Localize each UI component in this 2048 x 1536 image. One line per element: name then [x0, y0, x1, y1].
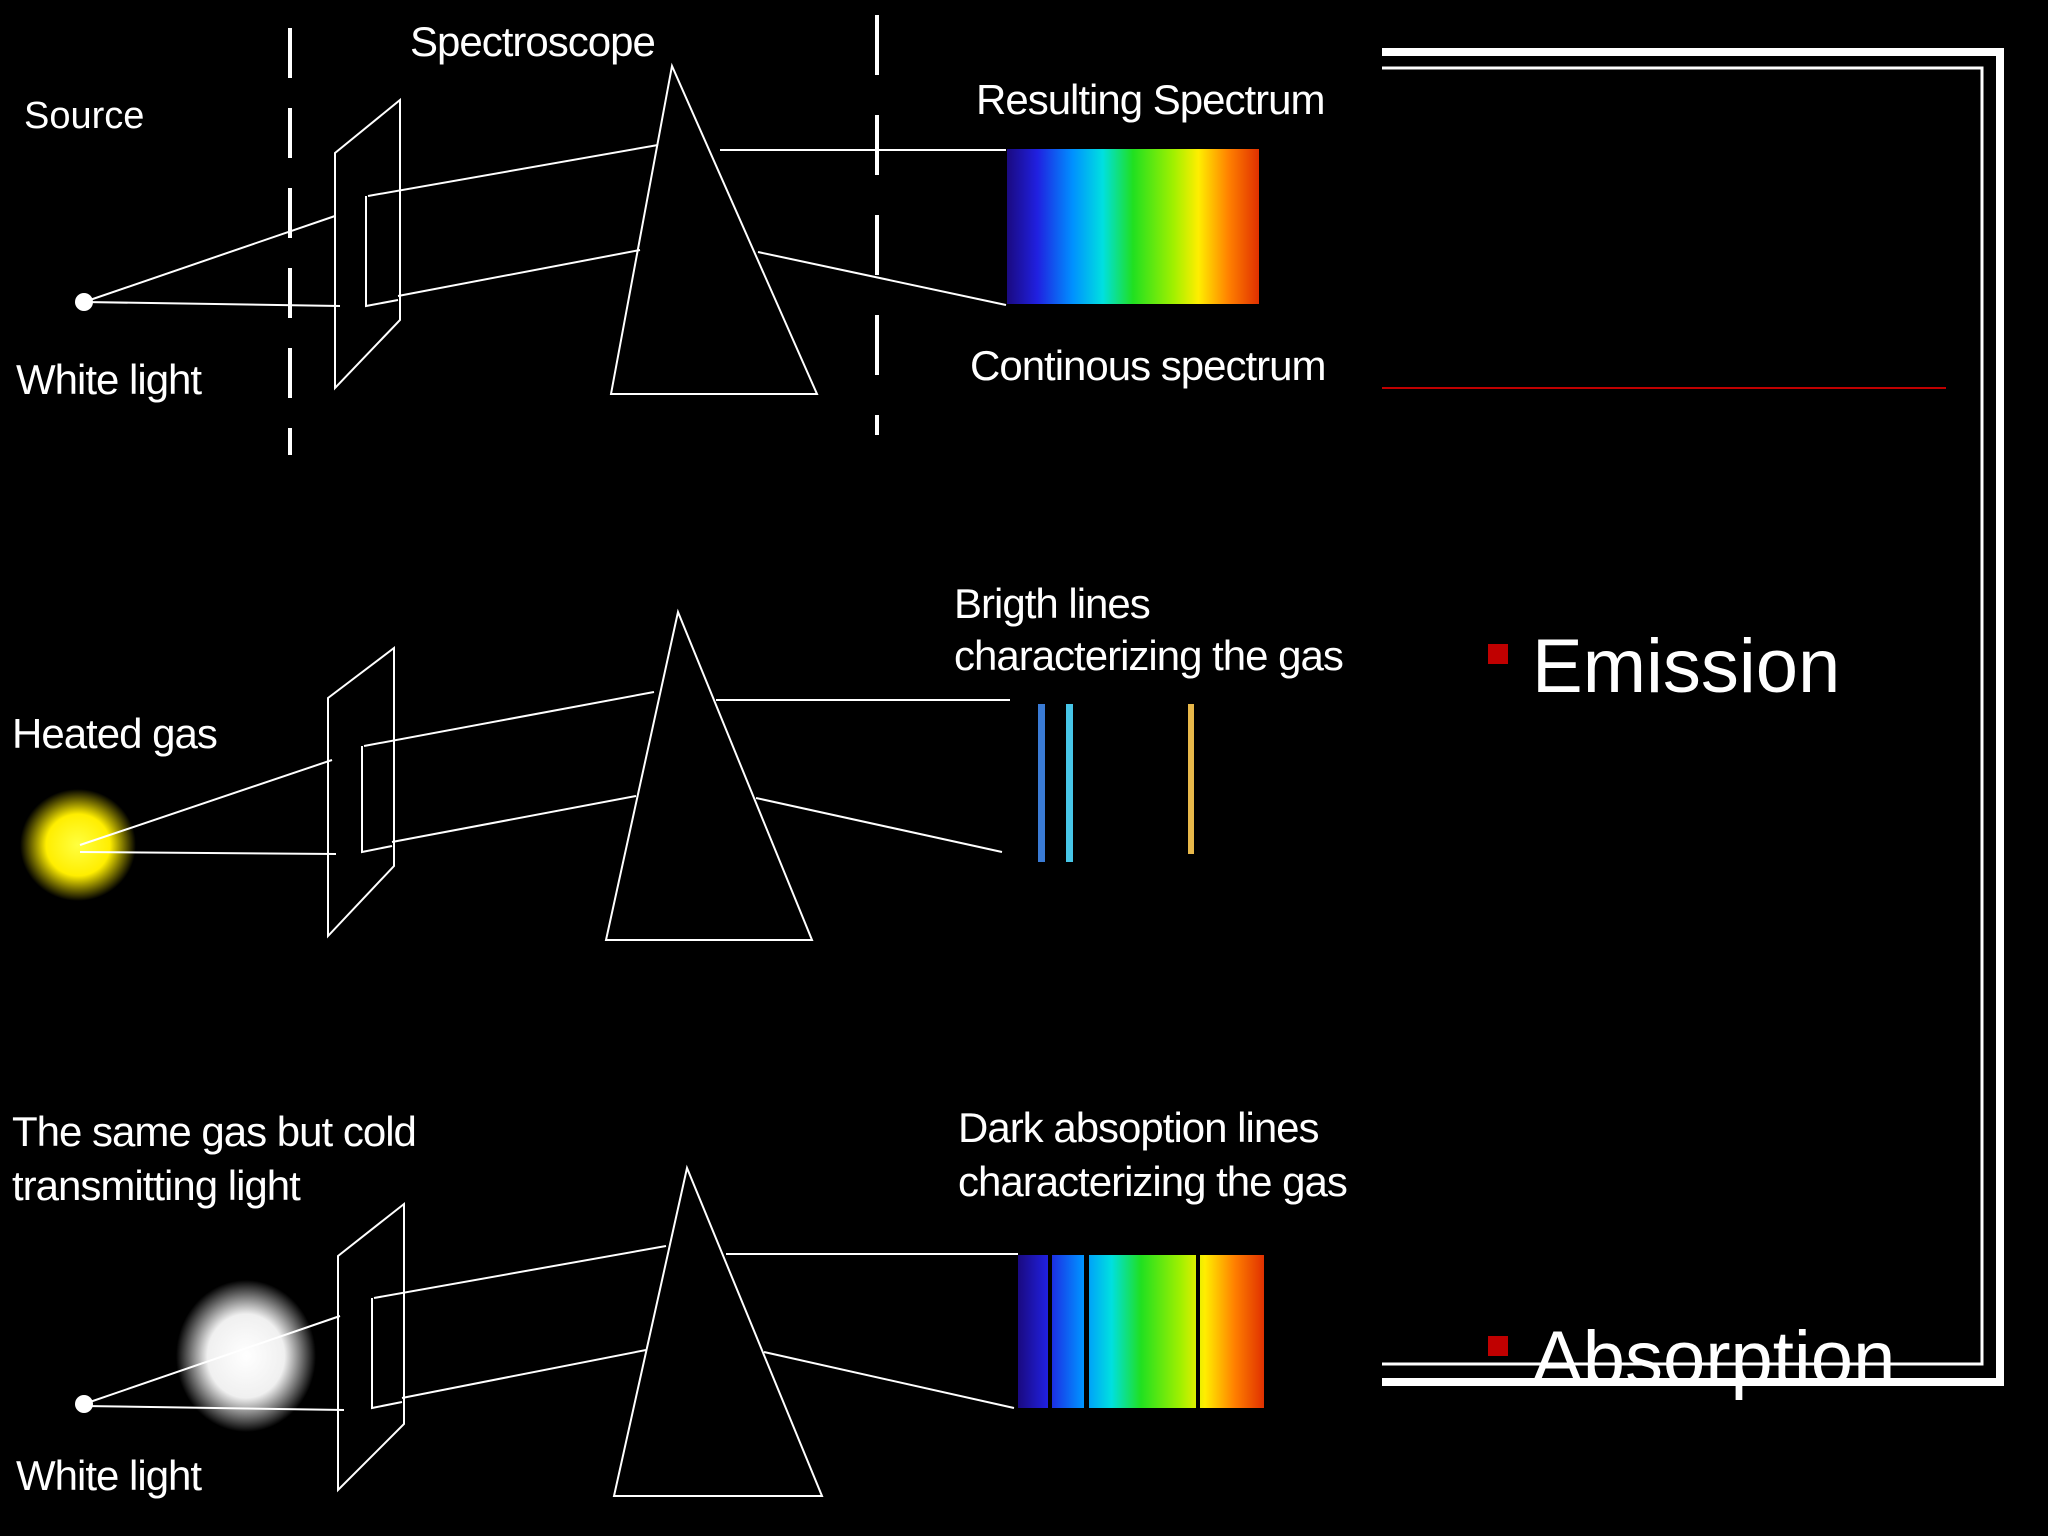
emission-line-blue: [1038, 704, 1045, 862]
beam-to-prism-lower: [397, 249, 641, 297]
absorption-spectrum-setup: [75, 1164, 1018, 1497]
prism: [612, 1164, 824, 1497]
slit-inner: [371, 1298, 403, 1410]
resulting-spectrum-label: Resulting Spectrum: [976, 76, 1325, 123]
absorption-line-blue: [1048, 1255, 1052, 1408]
frame-outer: [1382, 48, 2004, 1386]
beam-to-prism-upper: [363, 691, 655, 747]
emission-line-cyan: [1066, 704, 1073, 862]
bullet-absorption: Absorption: [1532, 1316, 1895, 1401]
white-light-label-bottom: White light: [16, 1452, 202, 1499]
emission-line-yellow: [1188, 704, 1194, 854]
heated-gas-label: Heated gas: [12, 710, 217, 757]
heated-gas-glow: [20, 789, 136, 901]
dispersed-ray-lower: [757, 251, 1007, 306]
beam-to-prism-lower: [391, 795, 637, 843]
bright-lines-label-line1: Brigth lines: [954, 580, 1150, 627]
light-ray-lower: [83, 301, 341, 307]
cold-gas-glow: [176, 1280, 316, 1432]
absorption-spectrum-band: [1018, 1255, 1264, 1408]
dispersed-ray-lower: [763, 1351, 1015, 1409]
dark-lines-label-line1: Dark absoption lines: [958, 1104, 1319, 1151]
prism: [609, 62, 819, 395]
absorption-line-cyan: [1084, 1255, 1089, 1408]
dispersed-ray-lower: [755, 797, 1003, 853]
bright-lines-label-line2: characterizing the gas: [954, 632, 1343, 679]
frame-inner: [1382, 66, 1984, 1366]
beam-to-prism-upper: [373, 1245, 667, 1299]
slit-inner: [365, 196, 399, 308]
absorption-line-yellow: [1196, 1255, 1200, 1408]
continuous-spectrum-setup: [75, 15, 1007, 455]
beam-to-prism-lower: [401, 1349, 647, 1399]
slit-plate: [337, 1201, 405, 1493]
prism: [604, 608, 814, 941]
slide-frame: [1382, 48, 2004, 1386]
light-ray-upper: [83, 215, 336, 303]
light-ray-upper: [83, 1315, 341, 1405]
light-ray-lower: [79, 851, 337, 855]
emission-spectrum-setup: [20, 608, 1010, 941]
bullet-marker-emission: [1488, 644, 1508, 664]
dark-lines-label-line2: characterizing the gas: [958, 1158, 1347, 1205]
continuous-spectrum-band: [1007, 149, 1259, 304]
source-label: Source: [24, 95, 144, 137]
spectroscope-label: Spectroscope: [410, 18, 655, 65]
slit-plate: [334, 97, 401, 391]
light-ray-lower: [83, 1405, 345, 1411]
beam-to-prism-upper: [367, 144, 659, 197]
light-ray-upper: [79, 759, 333, 846]
cold-gas-label-line2: transmitting light: [12, 1162, 301, 1209]
slit-inner: [361, 746, 393, 854]
bullet-marker-absorption: [1488, 1336, 1508, 1356]
cold-gas-label-line1: The same gas but cold: [12, 1108, 416, 1155]
continuous-spectrum-label: Continous spectrum: [970, 342, 1326, 389]
slit-plate: [327, 645, 395, 939]
bullet-emission: Emission: [1532, 624, 1840, 709]
white-light-label-top: White light: [16, 356, 202, 403]
